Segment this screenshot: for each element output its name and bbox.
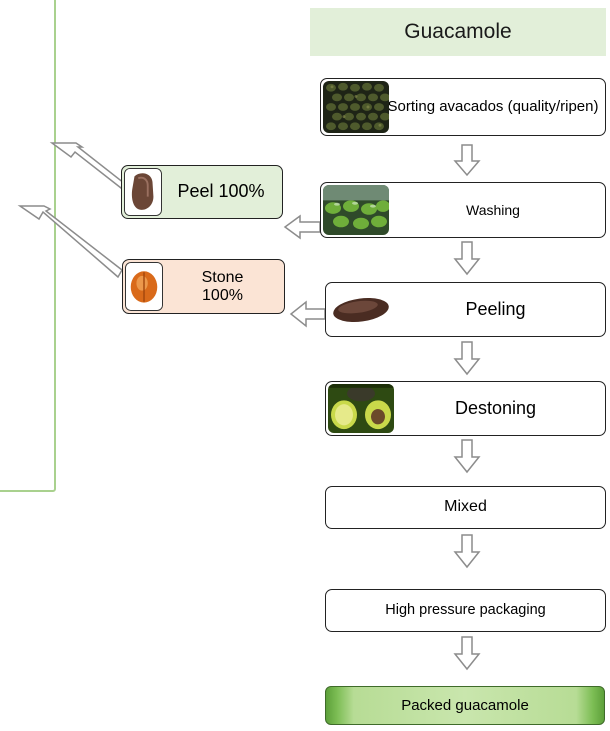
avocado-halves-icon	[328, 384, 394, 433]
final-product-label: Packed guacamole	[401, 697, 529, 714]
step-washing: Washing	[320, 182, 606, 238]
step-destoning: Destoning	[325, 381, 606, 436]
left-arrow-peel	[283, 214, 321, 240]
byproduct-peel: Peel 100%	[121, 165, 283, 219]
down-arrow-4	[453, 439, 481, 474]
step-label: High pressure packaging	[385, 602, 546, 619]
avocado-peel-icon	[124, 168, 162, 216]
step-label: Washing	[466, 201, 520, 218]
step-label: Peeling	[465, 299, 526, 320]
avocado-washing-icon	[323, 185, 389, 235]
step-label: Sorting avacados (quality/ripen)	[387, 98, 599, 116]
step-sorting: Sorting avacados (quality/ripen)	[320, 78, 606, 136]
avocado-peel-icon	[328, 285, 394, 334]
byproduct-label: Stone 100%	[201, 268, 244, 304]
down-arrow-3	[453, 341, 481, 376]
side-panel	[0, 0, 56, 492]
step-label: Destoning	[454, 398, 537, 419]
step-high-pressure-packaging: High pressure packaging	[325, 589, 606, 632]
diag-arrow-stone	[17, 205, 123, 279]
final-product: Packed guacamole	[325, 686, 605, 725]
diagram-title: Guacamole	[310, 8, 606, 56]
down-arrow-1	[453, 144, 481, 177]
left-arrow-stone	[289, 300, 326, 328]
down-arrow-5	[453, 534, 481, 569]
down-arrow-6	[453, 636, 481, 671]
step-label: Mixed	[444, 498, 487, 516]
byproduct-stone: Stone 100%	[122, 259, 285, 314]
step-peeling: Peeling	[325, 282, 606, 337]
avocado-pile-icon	[323, 81, 389, 133]
byproduct-label: Peel 100%	[177, 181, 265, 202]
diag-arrow-peel	[49, 142, 125, 190]
step-mixed: Mixed	[325, 486, 606, 529]
avocado-stone-icon	[125, 262, 163, 311]
down-arrow-2	[453, 241, 481, 276]
